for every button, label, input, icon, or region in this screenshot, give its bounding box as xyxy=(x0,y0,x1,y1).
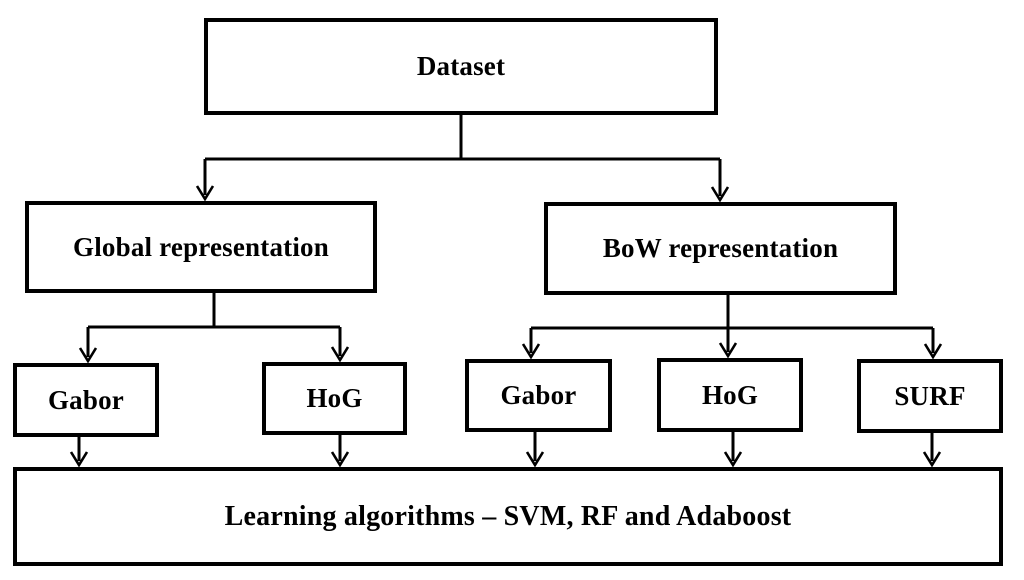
node-dataset: Dataset xyxy=(204,18,718,115)
edge-features-to-learning xyxy=(69,432,942,468)
node-bow-gabor: Gabor xyxy=(465,359,612,432)
node-global-representation: Global representation xyxy=(25,201,377,293)
node-global-gabor: Gabor xyxy=(13,363,159,437)
node-bow-surf: SURF xyxy=(857,359,1003,433)
node-bow-gabor-label: Gabor xyxy=(500,380,577,410)
edge-global-branch xyxy=(78,293,350,364)
node-bow-representation-label: BoW representation xyxy=(602,233,839,263)
edge-dataset-branch xyxy=(195,115,730,203)
node-global-gabor-label: Gabor xyxy=(47,384,124,415)
node-bow-representation: BoW representation xyxy=(544,202,897,295)
node-dataset-label: Dataset xyxy=(416,51,506,81)
node-global-representation-label: Global representation xyxy=(73,231,329,262)
edge-bow-branch xyxy=(521,295,943,360)
node-bow-hog-label: HoG xyxy=(701,379,759,410)
node-global-hog: HoG xyxy=(262,362,407,435)
node-learning-algorithms: Learning algorithms – SVM, RF and Adaboo… xyxy=(13,467,1003,566)
node-bow-hog: HoG xyxy=(657,358,803,432)
node-bow-surf-label: SURF xyxy=(894,380,966,411)
node-learning-algorithms-label: Learning algorithms – SVM, RF and Adaboo… xyxy=(224,500,792,532)
node-global-hog-label: HoG xyxy=(306,383,363,413)
